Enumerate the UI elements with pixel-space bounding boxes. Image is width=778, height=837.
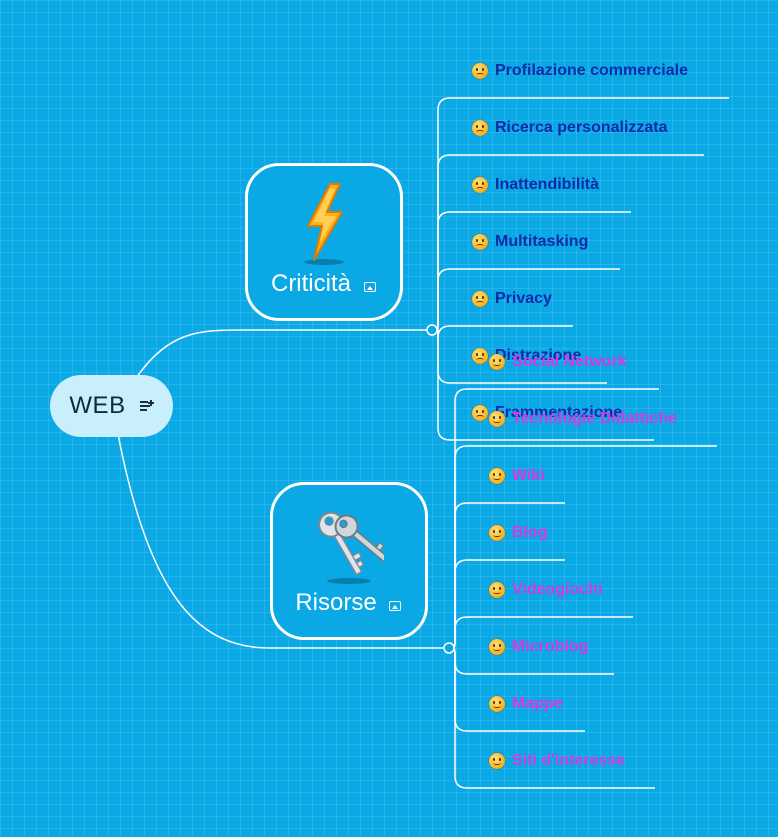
leaf-label: Inattendibilità: [495, 176, 599, 193]
smiling-face-icon: [489, 696, 505, 712]
frowning-face-icon: [472, 348, 488, 364]
leaf-topic[interactable]: Ricerca personalizzata: [472, 116, 668, 140]
image-icon[interactable]: [389, 601, 401, 611]
keys-icon: [318, 511, 384, 584]
branch-junction[interactable]: [443, 642, 455, 654]
frowning-face-icon: [472, 291, 488, 307]
branch-junction[interactable]: [426, 324, 438, 336]
leaf-label: Frammentazione: [495, 404, 623, 421]
leaf-label: Blog: [512, 524, 548, 541]
smiling-face-icon: [489, 525, 505, 541]
leaf-label: Tecnologie Didattiche: [512, 410, 678, 427]
frowning-face-icon: [472, 234, 488, 250]
notes-icon[interactable]: [139, 400, 154, 412]
leaf-label: Privacy: [495, 290, 552, 307]
topic-title: Criticità: [270, 270, 351, 297]
leaf-label: Distrazione: [495, 347, 582, 364]
topic-risorse[interactable]: Risorse: [270, 482, 428, 640]
leaf-label: Multitasking: [495, 233, 589, 250]
leaf-label: Social Network: [512, 353, 627, 370]
leaf-topic[interactable]: Videogiochi: [489, 578, 602, 602]
leaf-topic[interactable]: Frammentazione: [472, 401, 622, 425]
leaf-label: Microblog: [512, 638, 589, 655]
branch-criticita: [135, 329, 432, 379]
lightning-bolt-icon: [304, 183, 344, 265]
leaf-topic[interactable]: Wiki: [489, 464, 545, 488]
frowning-face-icon: [472, 405, 488, 421]
leaf-label: Videogiochi: [512, 581, 603, 598]
smiling-face-icon: [489, 639, 505, 655]
leaf-topic[interactable]: Privacy: [472, 287, 552, 311]
leaf-topic[interactable]: Profilazione commerciale: [472, 59, 688, 83]
leaf-label: Profilazione commerciale: [495, 62, 688, 79]
leaf-topic[interactable]: Tecnologie Didattiche: [489, 407, 677, 431]
frowning-face-icon: [472, 63, 488, 79]
leaf-topic[interactable]: Multitasking: [472, 230, 588, 254]
central-topic[interactable]: WEB: [50, 375, 173, 437]
leaf-topic[interactable]: Siti d'interesse: [489, 749, 625, 773]
frowning-face-icon: [472, 177, 488, 193]
leaf-topic[interactable]: Blog: [489, 521, 548, 545]
leaf-topic[interactable]: Mappe: [489, 692, 563, 716]
leaf-topic[interactable]: Distrazione: [472, 344, 581, 368]
branch-risorse: [117, 433, 449, 649]
smiling-face-icon: [489, 582, 505, 598]
leaf-topic[interactable]: Social Network: [489, 350, 627, 374]
frowning-face-icon: [472, 120, 488, 136]
central-topic-title: WEB: [69, 392, 126, 419]
topic-title: Risorse: [295, 589, 377, 616]
image-icon[interactable]: [364, 282, 376, 292]
leaf-connector: [431, 321, 573, 339]
leaf-label: Siti d'interesse: [512, 752, 626, 769]
leaf-topic[interactable]: Microblog: [489, 635, 588, 659]
leaf-label: Ricerca personalizzata: [495, 119, 668, 136]
smiling-face-icon: [489, 411, 505, 427]
smiling-face-icon: [489, 468, 505, 484]
leaf-label: Wiki: [512, 467, 545, 484]
leaf-label: Mappe: [512, 695, 563, 712]
leaf-connector: [448, 647, 585, 732]
leaf-topic[interactable]: Inattendibilità: [472, 173, 599, 197]
smiling-face-icon: [489, 354, 505, 370]
smiling-face-icon: [489, 753, 505, 769]
topic-criticita[interactable]: Criticità: [245, 163, 403, 321]
